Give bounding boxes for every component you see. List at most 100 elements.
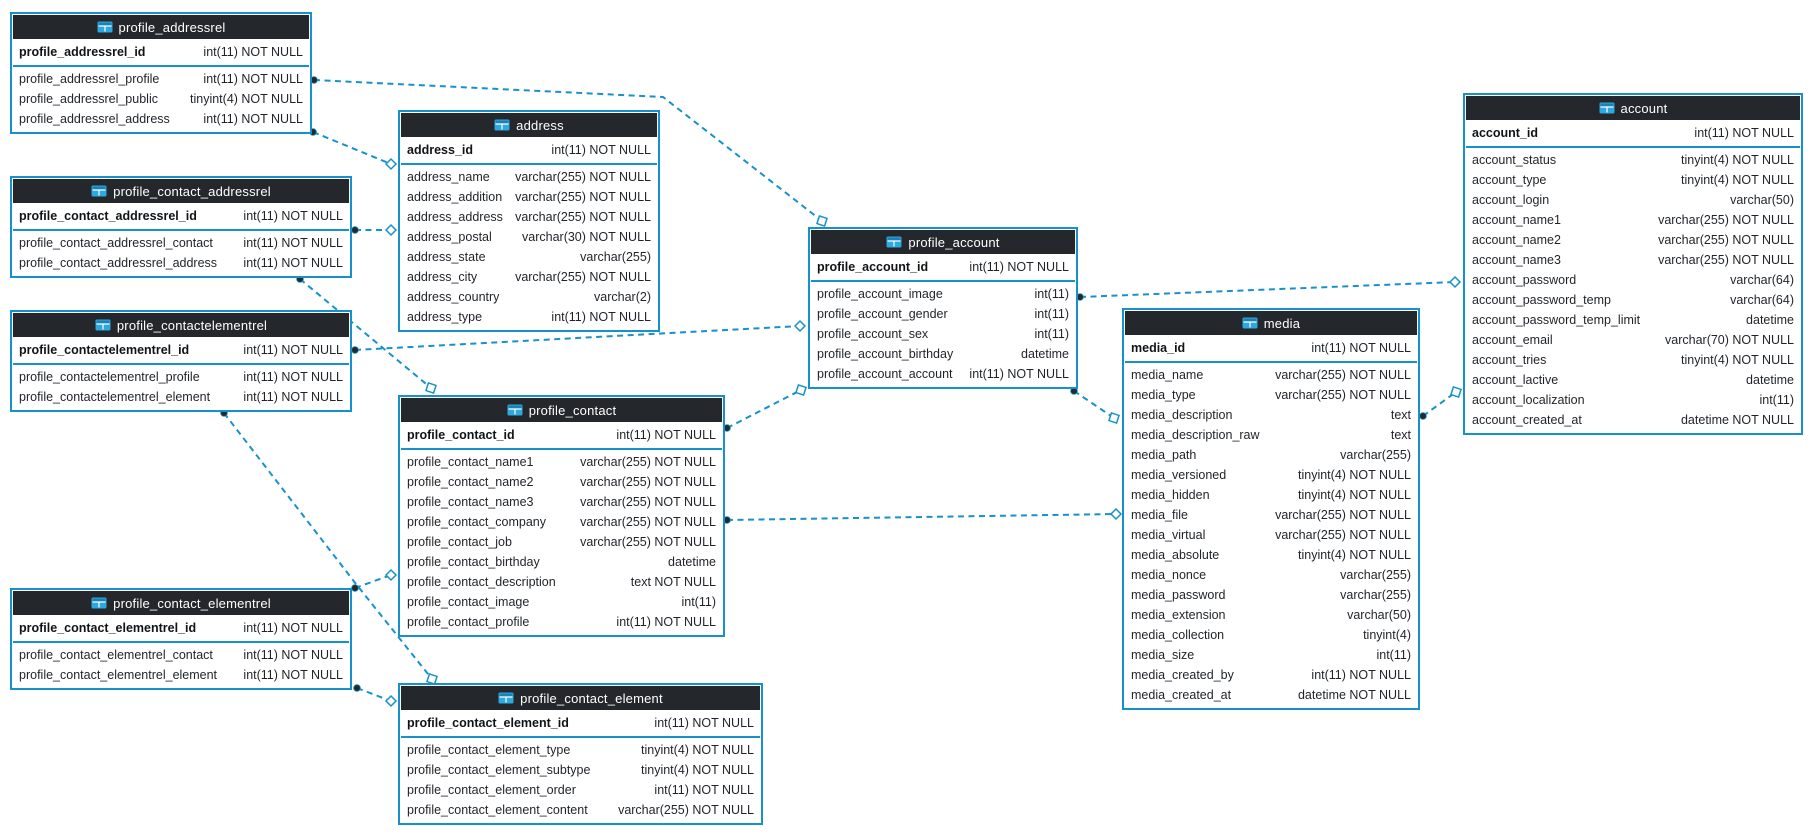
relationship-line-profile_addressrel-address[interactable] — [312, 131, 392, 165]
relationship-line-media-account[interactable] — [1422, 391, 1457, 417]
table-header[interactable]: profile_account — [811, 230, 1075, 254]
table-header[interactable]: profile_contact_element — [401, 686, 760, 710]
relationship-line-profile_contactelementrel-profile_contact_element[interactable] — [223, 412, 433, 680]
relationship-line-profile_contact-profile_account[interactable] — [726, 389, 802, 429]
table-header[interactable]: address — [401, 113, 657, 137]
relationship-line-profile_addressrel-profile_account[interactable] — [313, 79, 823, 222]
relationship-line-profile_contact_addressrel-profile_contact[interactable] — [299, 278, 432, 389]
table-header[interactable]: profile_contact_elementrel — [13, 591, 349, 615]
relationship-line-profile_contact_elementrel-profile_contact[interactable] — [354, 574, 392, 589]
table-header[interactable]: media — [1125, 311, 1417, 335]
relationship-line-profile_account-account[interactable] — [1079, 281, 1456, 298]
relationship-line-profile_contact_elementrel-profile_contact_element[interactable] — [356, 687, 392, 702]
table-header[interactable]: profile_contactelementrel — [13, 313, 349, 337]
table-header[interactable]: profile_addressrel — [13, 15, 309, 39]
relationship-line-profile_account-media[interactable] — [1073, 390, 1115, 419]
relationship-line-profile_contactelementrel-profile_account[interactable] — [354, 325, 801, 351]
table-header[interactable]: profile_contact_addressrel — [13, 179, 349, 203]
table-header[interactable]: profile_contact — [401, 398, 722, 422]
relationship-line-profile_contact-media[interactable] — [726, 513, 1117, 521]
table-header[interactable]: account — [1466, 96, 1800, 120]
